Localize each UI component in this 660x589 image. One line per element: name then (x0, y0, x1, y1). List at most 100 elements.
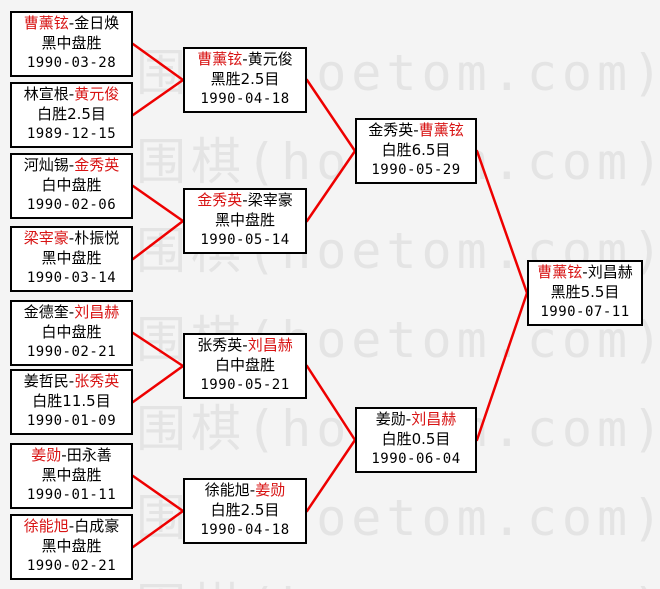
match-players: 金秀英-曹薰铉 (357, 120, 475, 140)
match-box-round2-2: 金秀英-梁宰豪 黑中盘胜 1990-05-14 (183, 188, 307, 254)
match-players: 曹薰铉-刘昌赫 (529, 262, 641, 282)
players-separator: - (68, 303, 75, 321)
player2-name: 金秀英 (74, 156, 120, 174)
player1-name: 金秀英 (368, 121, 414, 139)
match-date: 1990-02-06 (26, 197, 117, 213)
match-players: 姜哲民-张秀英 (12, 371, 131, 391)
match-date: 1990-07-11 (540, 304, 630, 320)
match-result: 黑中盘胜 (214, 211, 275, 229)
match-players: 徐能旭-姜勋 (185, 480, 305, 500)
player1-name: 徐能旭 (204, 481, 250, 499)
player2-name: 田永善 (66, 446, 112, 464)
match-box-round1-5: 金德奎-刘昌赫 白中盘胜 1990-02-21 (10, 300, 133, 366)
match-players: 张秀英-刘昌赫 (185, 335, 305, 355)
bracket-connector (305, 364, 357, 442)
match-players: 林宣根-黄元俊 (12, 84, 131, 104)
players-separator: - (405, 410, 412, 428)
player2-name: 刘昌赫 (411, 410, 457, 428)
player2-name: 张秀英 (74, 372, 120, 390)
bracket-connector (475, 149, 529, 295)
match-players: 曹薰铉-金日焕 (12, 13, 131, 33)
bracket-connector (305, 78, 357, 153)
match-box-round2-1: 曹薰铉-黄元俊 黑胜2.5目 1990-04-18 (183, 47, 307, 113)
match-date: 1990-02-21 (26, 558, 117, 574)
bracket-connector (131, 331, 185, 368)
match-box-final: 曹薰铉-刘昌赫 黑胜5.5目 1990-07-11 (527, 260, 643, 326)
match-date: 1990-03-14 (26, 270, 117, 286)
player1-name: 林宣根 (23, 85, 69, 103)
match-date: 1990-01-09 (26, 413, 117, 429)
bracket-connector (131, 78, 185, 117)
players-separator: - (413, 121, 419, 139)
player1-name: 姜勋 (31, 446, 62, 464)
match-result: 黑中盘胜 (41, 34, 102, 52)
match-date: 1990-05-14 (200, 232, 290, 248)
player2-name: 黄元俊 (247, 50, 293, 68)
player1-name: 张秀英 (197, 336, 243, 354)
bracket-connector (131, 509, 185, 549)
match-date: 1990-03-28 (26, 55, 117, 71)
match-date: 1990-01-11 (26, 487, 117, 503)
player2-name: 黄元俊 (74, 85, 120, 103)
player1-name: 曹薰铉 (23, 14, 69, 32)
players-separator: - (242, 50, 248, 68)
match-box-round2-4: 徐能旭-姜勋 白胜2.5目 1990-04-18 (183, 478, 307, 544)
match-date: 1990-04-18 (200, 522, 290, 538)
match-date: 1990-04-18 (200, 91, 290, 107)
match-date: 1990-02-21 (26, 344, 117, 360)
player1-name: 河灿锡 (23, 156, 69, 174)
match-result: 白中盘胜 (214, 356, 275, 374)
match-result: 白胜0.5目 (381, 430, 451, 448)
match-result: 黑胜5.5目 (550, 283, 620, 301)
player1-name: 徐能旭 (23, 517, 69, 535)
players-separator: - (242, 191, 248, 209)
bracket-connector (305, 438, 357, 513)
bracket-connector (475, 291, 529, 442)
player1-name: 姜哲民 (23, 372, 69, 390)
players-separator: - (68, 14, 75, 32)
match-date: 1990-05-29 (371, 162, 461, 178)
match-box-round1-8: 徐能旭-白成豪 黑中盘胜 1990-02-21 (10, 514, 133, 580)
match-result: 黑中盘胜 (41, 537, 102, 555)
match-result: 白胜2.5目 (37, 105, 106, 123)
bracket-connector (131, 184, 185, 223)
players-separator: - (242, 336, 248, 354)
match-players: 河灿锡-金秀英 (12, 155, 131, 175)
player2-name: 朴振悦 (74, 229, 120, 247)
player2-name: 金日焕 (74, 14, 120, 32)
player2-name: 姜勋 (255, 481, 286, 499)
bracket-connector (131, 474, 185, 513)
match-players: 曹薰铉-黄元俊 (185, 49, 305, 69)
match-date: 1990-06-04 (371, 451, 461, 467)
match-players: 徐能旭-白成豪 (12, 516, 131, 536)
player1-name: 曹薰铉 (197, 50, 243, 68)
match-box-semifinal-2: 姜勋-刘昌赫 白胜0.5目 1990-06-04 (355, 407, 477, 473)
player2-name: 刘昌赫 (74, 303, 120, 321)
player2-name: 曹薰铉 (418, 121, 464, 139)
match-box-round1-6: 姜哲民-张秀英 白胜11.5目 1990-01-09 (10, 369, 133, 435)
bracket-connector (131, 219, 185, 261)
match-players: 姜勋-田永善 (12, 445, 131, 465)
match-box-round2-3: 张秀英-刘昌赫 白中盘胜 1990-05-21 (183, 333, 307, 399)
match-players: 金秀英-梁宰豪 (185, 190, 305, 210)
match-result: 黑中盘胜 (41, 466, 102, 484)
players-separator: - (68, 517, 75, 535)
players-separator: - (68, 156, 75, 174)
players-separator: - (61, 446, 67, 464)
match-result: 黑胜2.5目 (210, 70, 280, 88)
player1-name: 姜勋 (375, 410, 406, 428)
match-date: 1989-12-15 (26, 126, 117, 142)
players-separator: - (68, 372, 75, 390)
match-box-semifinal-1: 金秀英-曹薰铉 白胜6.5目 1990-05-29 (355, 118, 477, 184)
players-separator: - (582, 263, 588, 281)
players-separator: - (68, 85, 75, 103)
match-result: 黑中盘胜 (41, 249, 102, 267)
match-result: 白胜6.5目 (381, 141, 451, 159)
player2-name: 刘昌赫 (587, 263, 633, 281)
player1-name: 金德奎 (23, 303, 69, 321)
match-box-round1-4: 梁宰豪-朴振悦 黑中盘胜 1990-03-14 (10, 226, 133, 292)
players-separator: - (68, 229, 75, 247)
match-result: 白胜11.5目 (32, 392, 111, 410)
player2-name: 梁宰豪 (247, 191, 293, 209)
